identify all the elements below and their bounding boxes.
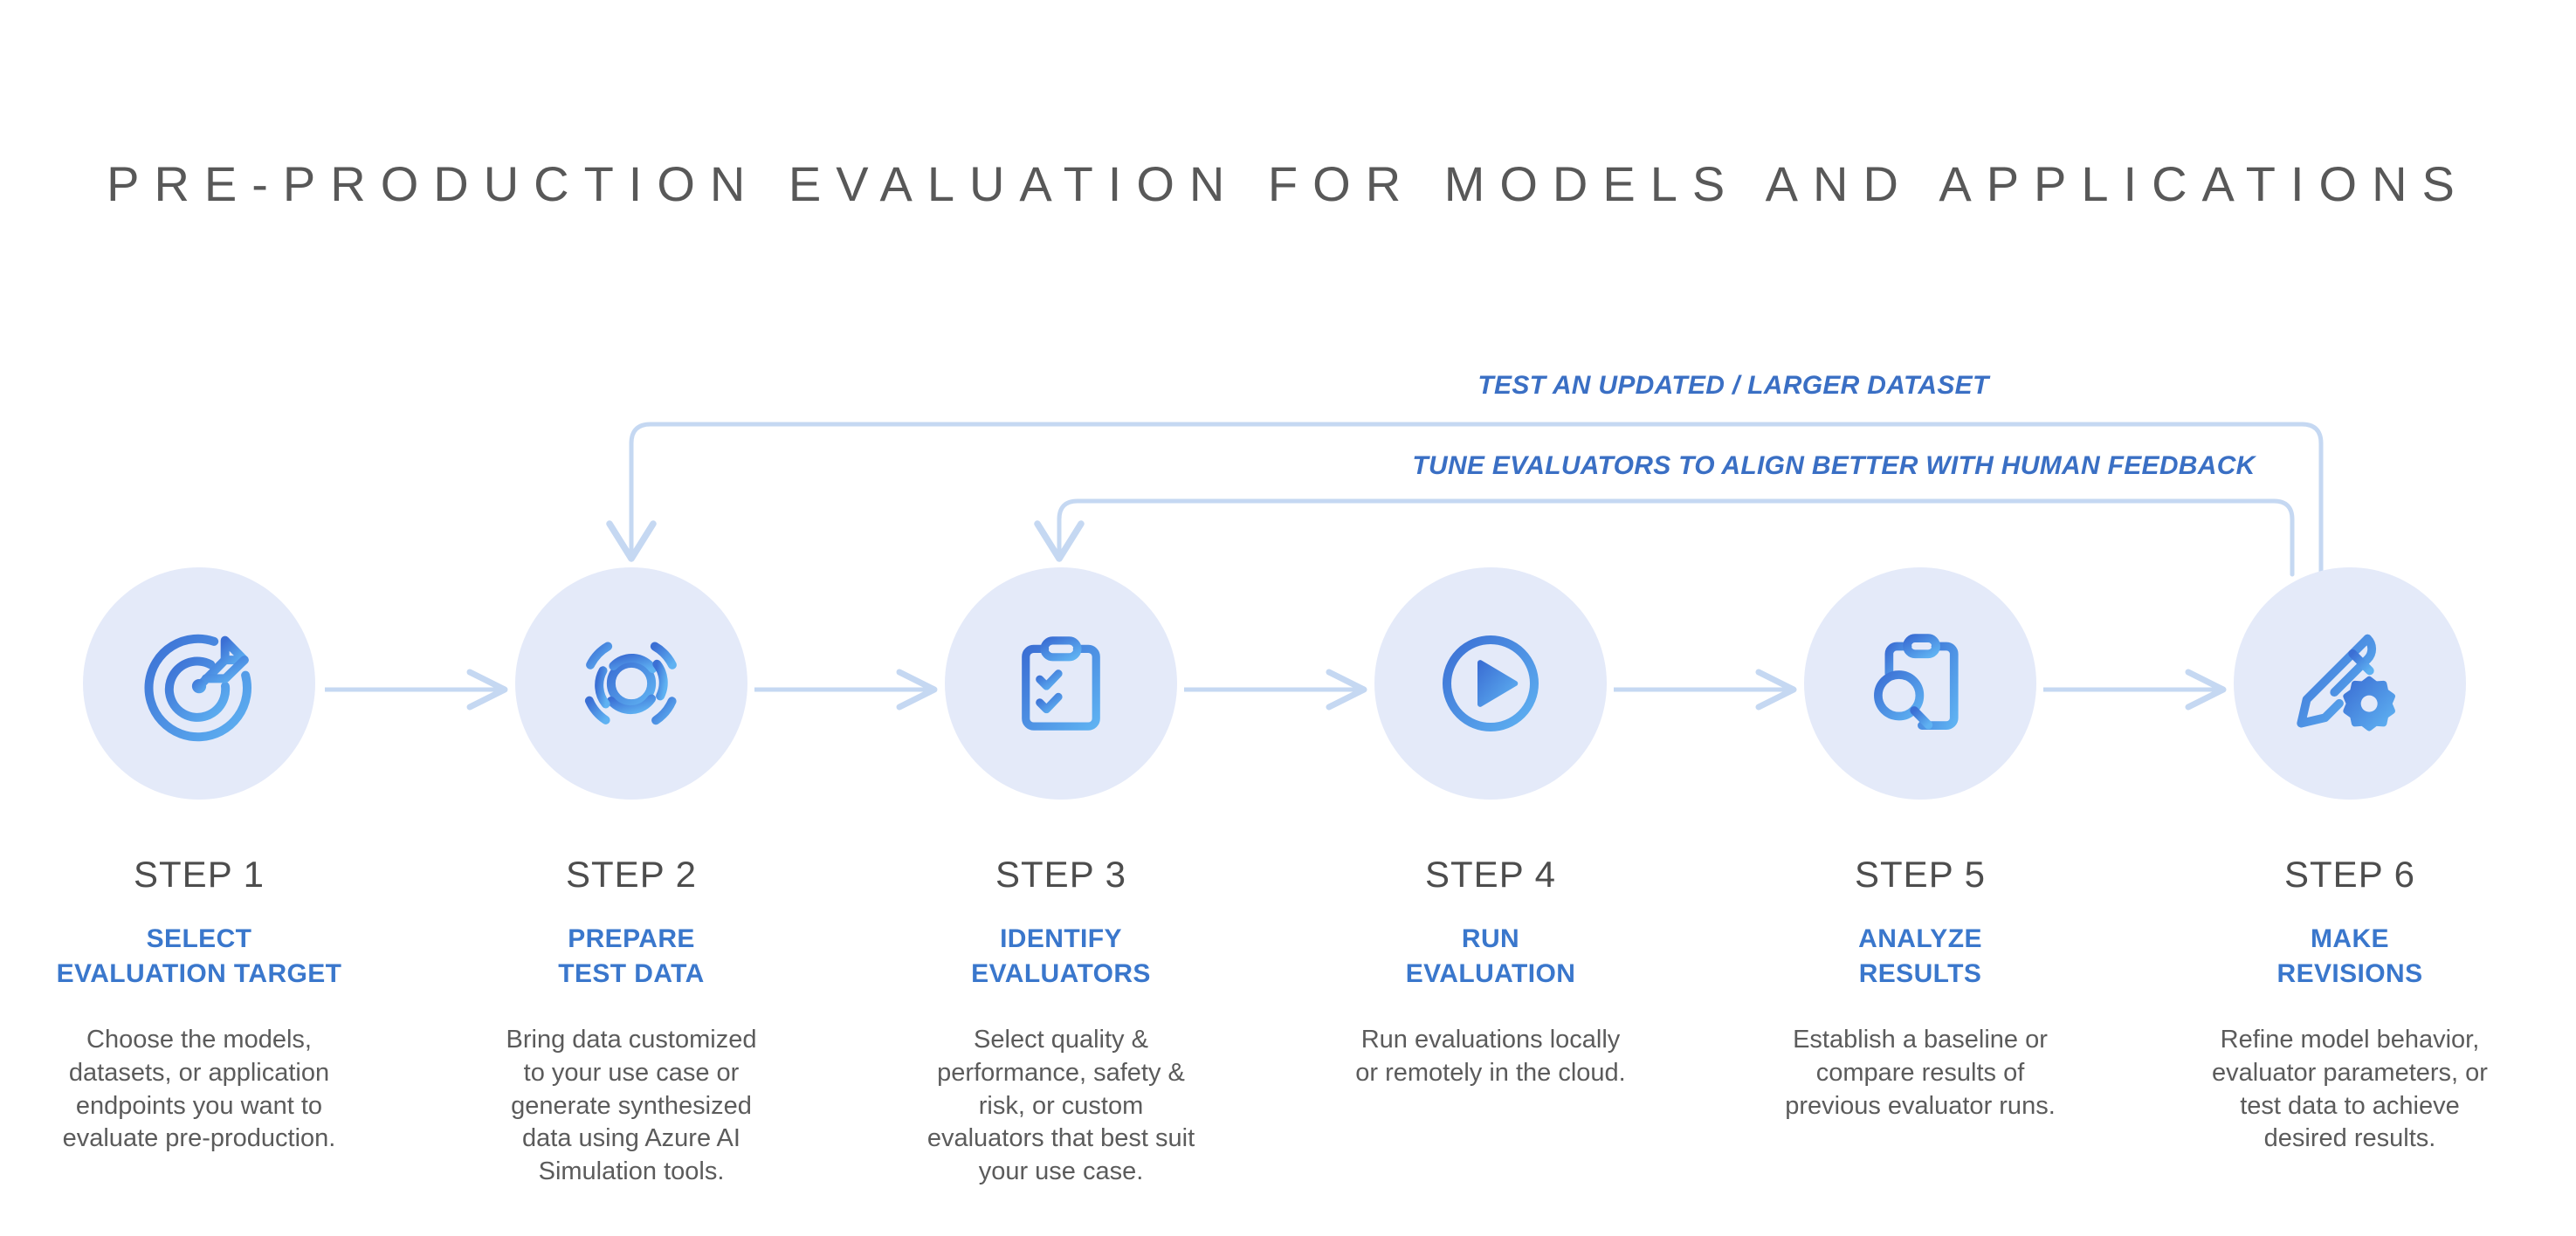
step-3-icon-circle [945,567,1177,800]
step-4-title: RUN EVALUATION [1405,924,1576,988]
step-3-title: IDENTIFY EVALUATORS [971,924,1151,988]
feedback-loop-updated-dataset [606,422,2324,577]
step-6-number: STEP 6 [2284,854,2415,895]
pencil-gear-icon [2283,617,2416,750]
play-circle-icon [1425,618,1556,749]
step-3[interactable]: STEP 3 IDENTIFY EVALUATORS Select qualit… [856,567,1266,1189]
step-6[interactable]: STEP 6 MAKE REVISIONS Refine model behav… [2145,567,2555,1156]
step-4-description: Run evaluations locally or remotely in t… [1355,1026,1626,1087]
step-4[interactable]: STEP 4 RUN EVALUATION Run evaluations lo… [1285,567,1696,1090]
target-arrow-icon [134,618,265,749]
step-1[interactable]: STEP 1 SELECT EVALUATION TARGET Choose t… [0,567,404,1156]
radar-rings-icon [566,618,697,749]
step-1-icon-circle [83,567,315,800]
clipboard-checklist-icon [999,621,1123,745]
step-1-description: Choose the models, datasets, or applicat… [62,1026,336,1153]
step-3-number: STEP 3 [995,854,1126,895]
step-4-icon-circle [1374,567,1607,800]
step-6-description: Refine model behavior, evaluator paramet… [2212,1026,2488,1153]
clipboard-search-icon [1855,618,1986,749]
step-2-icon-circle [515,567,747,800]
feedback-loop-tune-evaluators [1034,498,2295,577]
step-1-title: SELECT EVALUATION TARGET [0,922,404,991]
step-4-number: STEP 4 [1425,854,1556,895]
step-5-description: Establish a baseline or compare results … [1785,1026,2056,1120]
step-6-icon-circle [2234,567,2466,800]
step-6-title: MAKE REVISIONS [2276,924,2423,988]
step-2[interactable]: STEP 2 PREPARE TEST DATA Bring data cust… [426,567,837,1189]
feedback-loop-label-tune-evaluators: TUNE EVALUATORS TO ALIGN BETTER WITH HUM… [1412,451,2256,480]
step-5-icon-circle [1804,567,2036,800]
step-5-number: STEP 5 [1855,854,1986,895]
step-2-title: PREPARE TEST DATA [558,924,705,988]
step-5[interactable]: STEP 5 ANALYZE RESULTS Establish a basel… [1715,567,2125,1123]
page-title: PRE-PRODUCTION EVALUATION FOR MODELS AND… [107,156,2469,211]
step-5-title: ANALYZE RESULTS [1858,924,1982,988]
step-1-title-line-2: EVALUATION TARGET [56,958,342,988]
feedback-loop-label-updated-dataset: TEST AN UPDATED / LARGER DATASET [1477,371,1989,400]
step-1-number: STEP 1 [134,854,265,895]
step-2-number: STEP 2 [566,854,697,895]
step-3-description: Select quality & performance, safety & r… [926,1026,1195,1185]
step-1-title-line-1: SELECT [146,924,252,953]
step-2-description: Bring data customized to your use case o… [506,1026,757,1185]
